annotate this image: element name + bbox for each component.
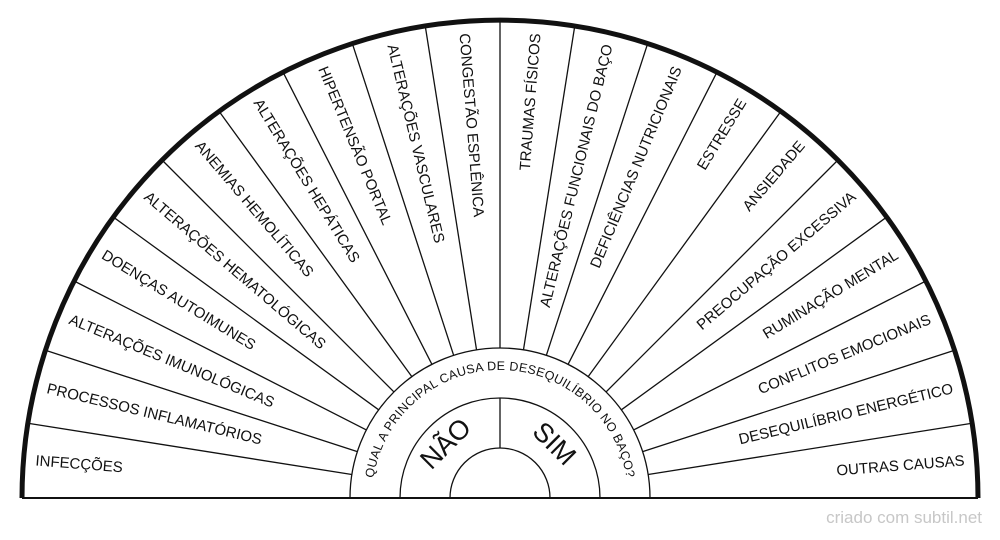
segment-label[interactable]: OUTRAS CAUSAS <box>836 452 965 479</box>
segment-divider <box>282 71 433 365</box>
hub-arc <box>449 447 551 499</box>
segment-label[interactable]: ESTRESSE <box>694 96 750 173</box>
segment-divider <box>218 110 413 378</box>
segment-divider <box>587 110 782 378</box>
segment-divider <box>45 349 358 453</box>
segment-label[interactable]: INFECÇÕES <box>35 452 124 476</box>
choice-nao[interactable]: NÃO <box>414 412 477 475</box>
segment-divider <box>73 280 367 431</box>
segment-divider <box>545 43 649 356</box>
segment-label[interactable]: CONGESTÃO ESPLÊNICA <box>455 33 486 218</box>
segment-divider <box>642 349 955 453</box>
segment-divider <box>522 25 576 350</box>
segment-divider <box>567 71 718 365</box>
segment-divider <box>633 280 927 431</box>
segment-label[interactable]: ANSIEDADE <box>739 138 808 215</box>
segment-divider <box>605 159 839 393</box>
segment-divider <box>424 25 478 350</box>
credit-text: criado com subtil.net <box>826 508 982 527</box>
segment-divider <box>620 216 888 411</box>
question-ring-outer-arc <box>349 347 651 499</box>
segment-label[interactable]: PREOCUPAÇÃO EXCESSIVA <box>694 188 860 333</box>
segment-divider <box>351 43 455 356</box>
segment-dividers <box>27 20 973 476</box>
segment-label[interactable]: TRAUMAS FÍSICOS <box>517 33 545 171</box>
segment-divider <box>27 422 352 476</box>
segment-divider <box>648 422 973 476</box>
outer-arc <box>19 17 981 499</box>
segment-divider <box>161 159 395 393</box>
segment-divider <box>112 216 380 411</box>
